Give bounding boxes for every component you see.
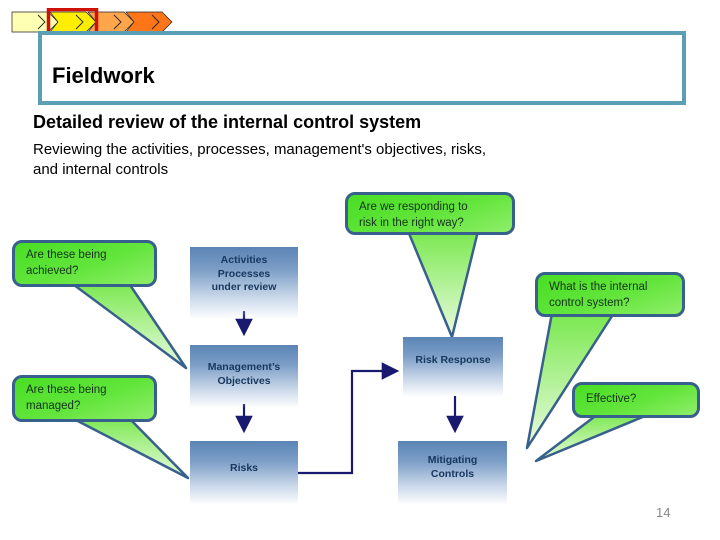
box-risk-response: Risk Response [403, 337, 503, 397]
box-activities-text: Activities Processes under review [211, 254, 277, 294]
slide-body-text: Reviewing the activities, processes, man… [33, 141, 487, 179]
callout-what-is-ics-text: What is the internal control system? [549, 281, 648, 309]
callout-managed-text: Are these being managed? [26, 384, 107, 412]
chevron-step-1-icon [11, 11, 59, 33]
callout-managed: Are these being managed? [12, 375, 157, 422]
callout-effective-text: Effective? [586, 393, 637, 405]
box-risks: Risks [190, 441, 298, 505]
box-activities-processes: Activities Processes under review [190, 247, 298, 319]
callout-achieved-tail [68, 280, 188, 370]
box-risk-response-text: Risk Response [415, 354, 491, 366]
progress-chevron-band [11, 8, 173, 36]
box-mitigating-controls: Mitigating Controls [398, 441, 507, 505]
page-number: 14 [656, 505, 671, 520]
callout-what-is-ics: What is the internal control system? [535, 272, 685, 317]
box-risks-text: Risks [229, 462, 259, 474]
callout-responding-text: Are we responding to risk in the right w… [359, 201, 468, 229]
callout-effective: Effective? [572, 382, 700, 418]
chevron-step-4-notch-icon [151, 14, 160, 30]
box-management-objectives-text: Management’s Objectives [207, 361, 281, 387]
callout-managed-tail [68, 415, 190, 480]
box-management-objectives: Management’s Objectives [190, 345, 298, 408]
title-box: Fieldwork [38, 31, 686, 105]
chevron-step-1-notch-icon [37, 14, 46, 30]
callout-achieved: Are these being achieved? [12, 240, 157, 287]
chevron-step-2-notch-icon [75, 14, 84, 30]
callout-responding-tail [406, 229, 480, 339]
callout-effective-tail [534, 412, 652, 463]
chevron-step-3-notch-icon [113, 14, 122, 30]
callout-responding: Are we responding to risk in the right w… [345, 192, 515, 235]
box-mitigating-controls-text: Mitigating Controls [427, 454, 478, 480]
callout-achieved-text: Are these being achieved? [26, 249, 107, 277]
slide-heading: Detailed review of the internal control … [33, 112, 422, 132]
slide-title: Fieldwork [52, 63, 155, 88]
arrow-risks-to-risk-response [298, 362, 400, 475]
